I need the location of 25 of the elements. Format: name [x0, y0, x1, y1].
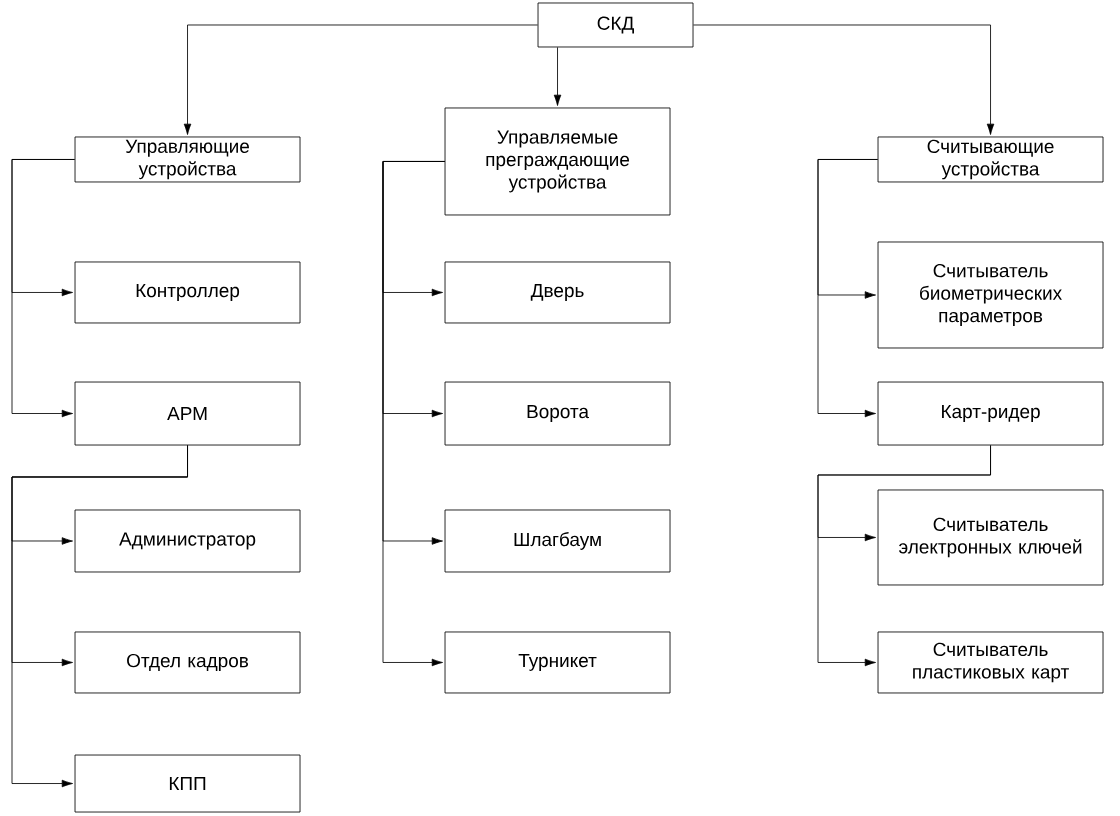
box: Карт-ридер	[877, 381, 1104, 446]
arrow	[11, 445, 188, 788]
box: Управляющие устройства	[74, 136, 301, 183]
arrow	[382, 161, 446, 667]
box: Считыватель электронных ключей	[877, 489, 1104, 586]
box: Ворота	[444, 381, 671, 446]
arrow	[11, 159, 75, 418]
arrow	[553, 47, 562, 106]
box: Администратор	[74, 509, 301, 573]
arrow	[183, 24, 539, 135]
arrow	[817, 445, 991, 667]
box: Отдел кадров	[74, 631, 301, 694]
box: КПП	[74, 754, 301, 813]
box: Дверь	[444, 261, 671, 324]
box: Считывающие устройства	[877, 136, 1104, 183]
box: Турникет	[444, 631, 671, 694]
box: Считыватель биометрических параметров	[877, 241, 1104, 349]
box: СКД	[537, 2, 694, 48]
arrow	[817, 159, 879, 418]
box: Шлагбаум	[444, 509, 671, 573]
box: АРМ	[74, 381, 301, 446]
box: Управляемые преграждающие устройства	[444, 107, 671, 216]
box: Считыватель пластиковых карт	[877, 631, 1104, 694]
box: Контроллер	[74, 261, 301, 324]
arrow	[693, 24, 995, 135]
